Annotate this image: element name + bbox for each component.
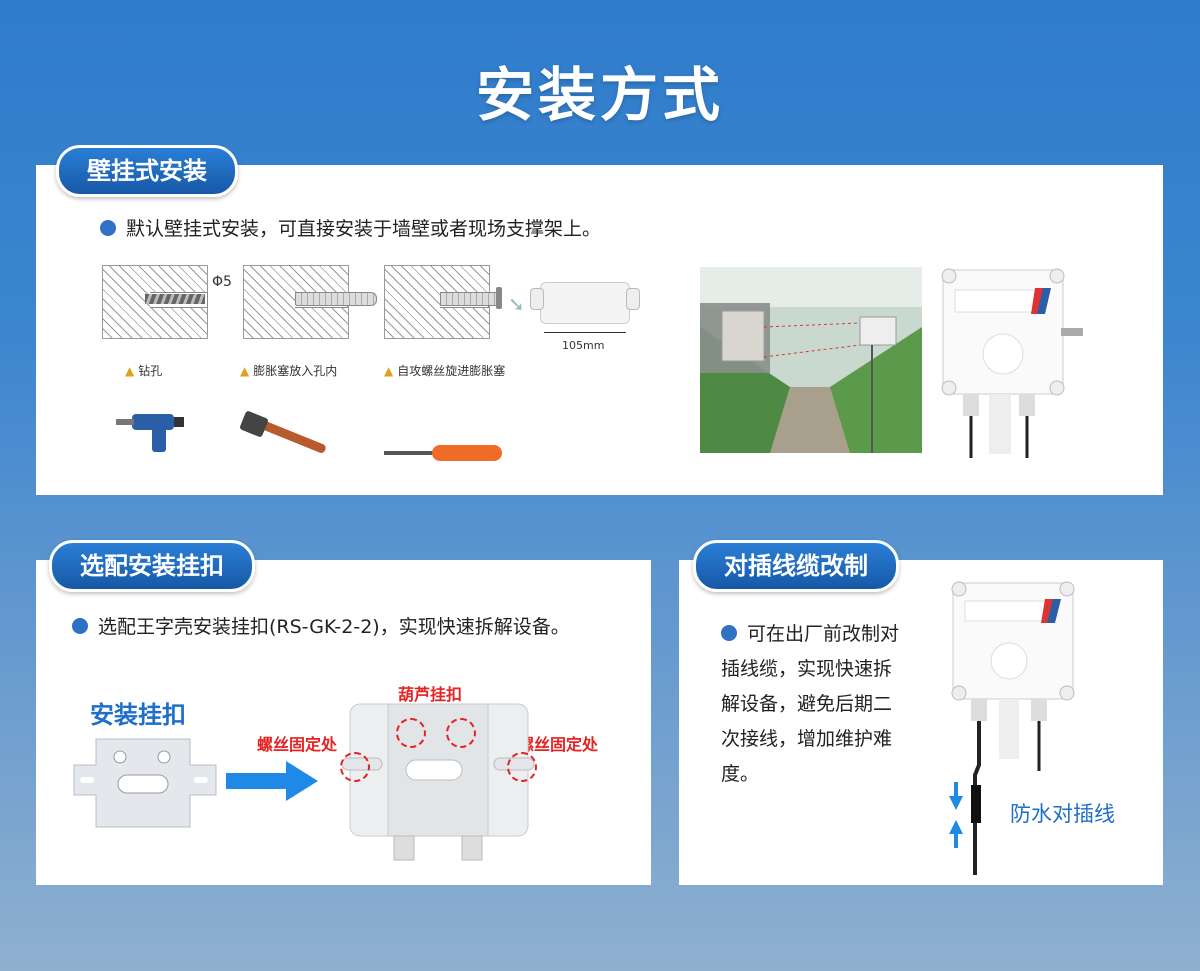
plug-cable-text: 可在出厂前改制对插线缆，实现快速拆解设备，避免后期二次接线，增加维护难度。 <box>721 623 900 785</box>
screw-head-icon <box>496 287 502 309</box>
drill-bit-icon <box>145 294 205 304</box>
arrow-right-icon <box>226 761 318 801</box>
step-text: 膨胀塞放入孔内 <box>253 364 338 378</box>
step-label-screw: ▲自攻螺丝旋进膨胀塞 <box>384 362 505 379</box>
mount-ear-right <box>626 288 640 310</box>
electric-drill-icon <box>116 414 184 452</box>
buckle-heading: 选配安装挂扣 <box>49 540 255 592</box>
buckle-panel <box>36 560 651 885</box>
triangle-icon: ▲ <box>125 364 135 378</box>
waterproof-plug-label: 防水对插线 <box>1010 802 1115 826</box>
wall-mount-text: 默认壁挂式安装，可直接安装于墙壁或者现场支撑架上。 <box>126 218 602 240</box>
gourd-buckle-label: 葫芦挂扣 <box>398 685 463 704</box>
arrow-up-icon <box>949 820 963 848</box>
mount-ear-left <box>530 288 544 310</box>
hammer-icon <box>240 411 326 453</box>
buckle-description: 选配王字壳安装挂扣(RS-GK-2-2)，实现快速拆解设备。 <box>72 612 570 639</box>
gourd-hole-left-marker <box>396 718 426 748</box>
arrow-down-icon <box>949 782 963 810</box>
mounted-device-icon <box>540 282 630 324</box>
plug-cable-heading: 对插线缆改制 <box>693 540 899 592</box>
step-text: 自攻螺丝旋进膨胀塞 <box>397 364 506 378</box>
screwdriver-icon <box>384 445 502 461</box>
triangle-icon: ▲ <box>384 364 394 378</box>
buckle-label: 安装挂扣 <box>90 701 186 729</box>
screw-point-right-marker <box>507 752 537 782</box>
step-text: 钻孔 <box>138 364 163 378</box>
screw-point-left-marker <box>340 752 370 782</box>
greenhouse-photo <box>700 267 922 453</box>
triangle-icon: ▲ <box>240 364 250 378</box>
sensor-cable-device-icon <box>951 581 1075 875</box>
screw-label-left: 螺丝固定处 <box>257 735 338 754</box>
step-label-anchor: ▲膨胀塞放入孔内 <box>240 362 337 379</box>
bullet-dot <box>100 220 116 236</box>
screw-label-right: 螺丝固定处 <box>518 735 599 754</box>
wall-mount-description: 默认壁挂式安装，可直接安装于墙壁或者现场支撑架上。 <box>100 214 601 241</box>
gourd-hole-right-marker <box>446 718 476 748</box>
sensor-device-icon <box>941 268 1083 458</box>
wall-mount-heading: 壁挂式安装 <box>56 145 238 197</box>
wall-anchor-icon <box>295 292 377 306</box>
buckle-text: 选配王字壳安装挂扣(RS-GK-2-2)，实现快速拆解设备。 <box>98 616 570 638</box>
device-back-icon <box>341 703 535 861</box>
bullet-dot <box>721 625 737 641</box>
plug-cable-panel <box>679 560 1163 885</box>
bullet-dot <box>72 618 88 634</box>
diameter-label: Φ5 <box>212 274 232 290</box>
screw-in-anchor-icon <box>440 292 500 306</box>
dimension-line <box>544 332 626 333</box>
dimension-width-label: 105mm <box>562 339 605 352</box>
arrow-icon: ➘ <box>508 292 525 316</box>
mounting-buckle-icon <box>73 738 217 828</box>
step-label-drill: ▲钻孔 <box>125 362 162 379</box>
page-title: 安装方式 <box>475 61 724 129</box>
plug-cable-description: 可在出厂前改制对插线缆，实现快速拆解设备，避免后期二次接线，增加维护难度。 <box>721 617 907 792</box>
